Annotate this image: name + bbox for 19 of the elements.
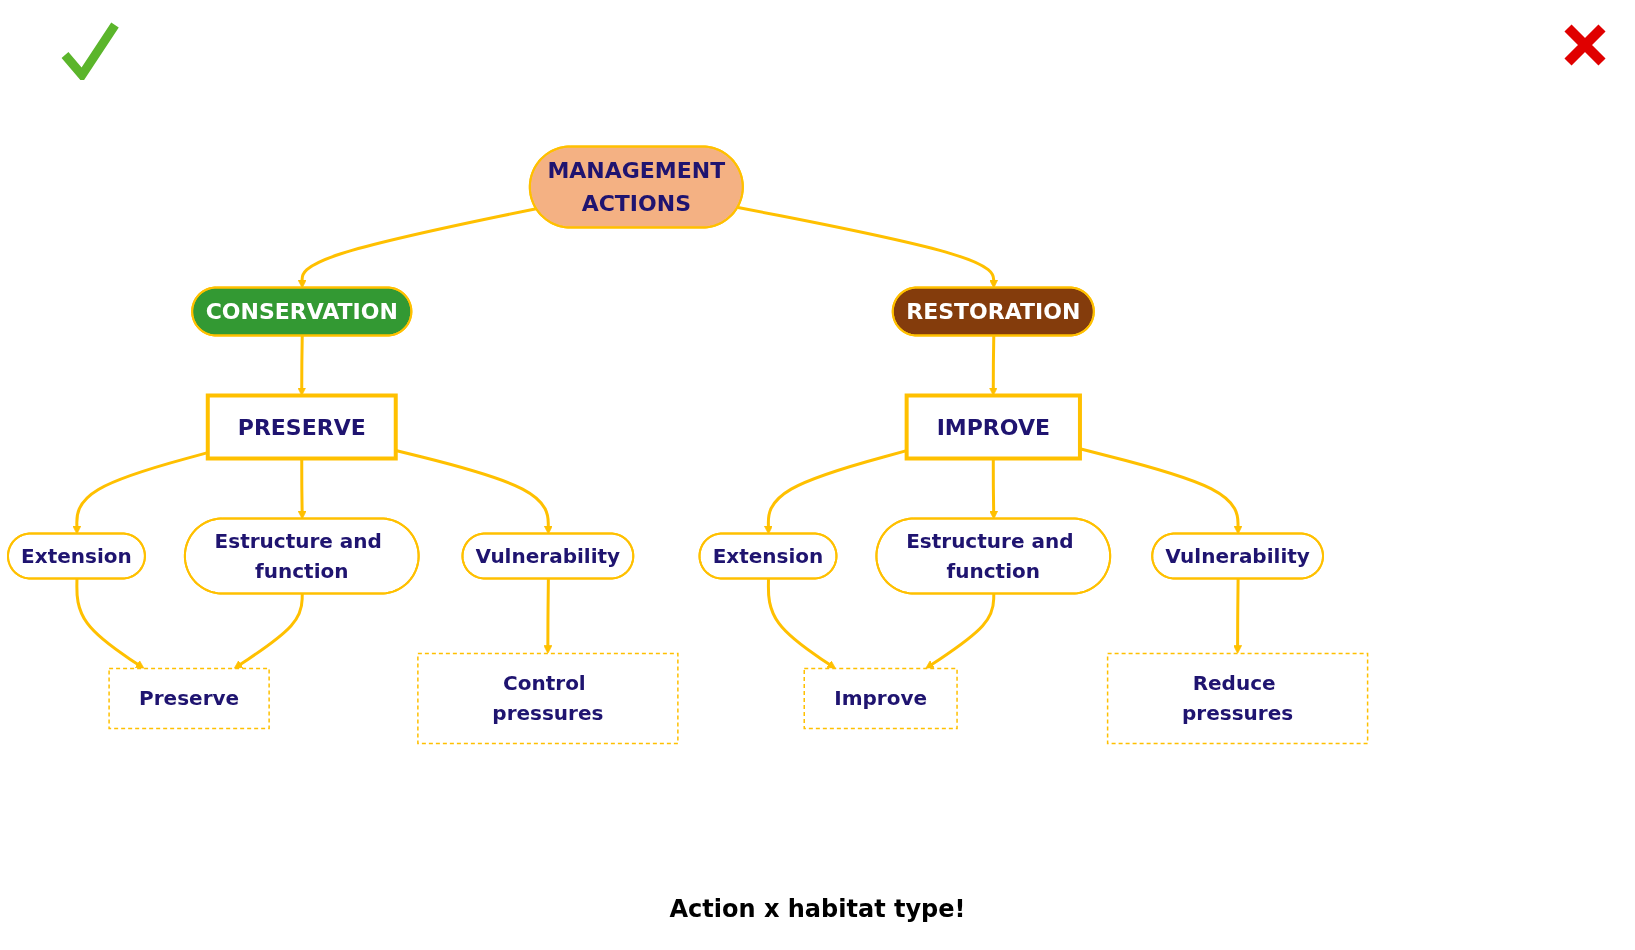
node-box: Improve <box>803 667 958 730</box>
arrow <box>233 593 304 669</box>
arrow <box>297 458 307 520</box>
arrow <box>737 206 999 289</box>
arrow <box>75 579 145 669</box>
arrow <box>988 335 998 396</box>
arrow <box>1233 579 1242 654</box>
arrow <box>989 458 999 520</box>
arrow <box>925 593 996 669</box>
node-box: PRESERVE <box>205 393 398 461</box>
node-box: Reduce pressures <box>1106 652 1369 745</box>
node-box: IMPROVE <box>904 393 1082 461</box>
arrow <box>543 578 553 654</box>
arrow <box>766 579 836 669</box>
node-box: Preserve <box>108 667 270 730</box>
arrow <box>297 207 537 289</box>
arrow <box>297 335 307 396</box>
note-text: Action x habitat type! <box>669 895 966 923</box>
node-box: Control pressures <box>417 652 679 745</box>
